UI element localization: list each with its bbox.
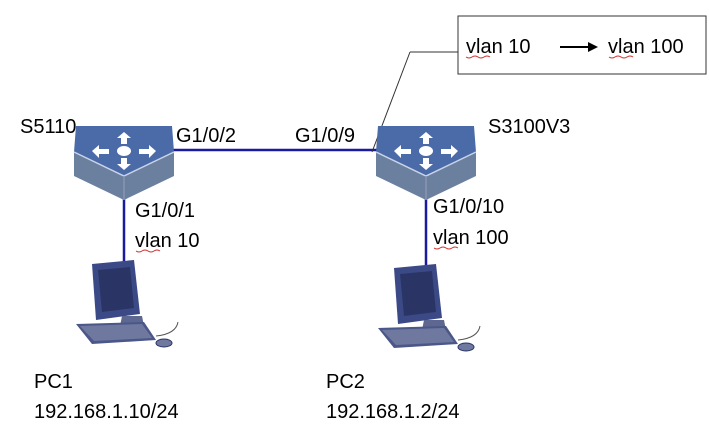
squiggle-callout-1 <box>465 55 491 59</box>
switch-name-s5110: S5110 <box>20 116 76 138</box>
callout-box <box>457 15 707 75</box>
vlan-s5110-down: vlan 10 <box>135 230 200 252</box>
port-s5110-uplink: G1/0/2 <box>176 125 236 147</box>
callout-from-vlan: vlan 10 <box>466 36 531 58</box>
pc2-name: PC2 <box>326 371 365 393</box>
pc2-ip: 192.168.1.2/24 <box>326 401 459 423</box>
squiggle-callout-2 <box>608 55 634 59</box>
pc1-ip: 192.168.1.10/24 <box>34 401 179 423</box>
switch-icon <box>375 125 477 201</box>
squiggle-pc2-vlan <box>433 246 459 250</box>
port-s5110-down: G1/0/1 <box>135 200 195 222</box>
pc1-name: PC1 <box>34 371 73 393</box>
switch-icon <box>73 125 175 201</box>
pc-icon <box>75 259 179 348</box>
callout-to-vlan: vlan 100 <box>608 36 684 58</box>
vlan-s3100-down: vlan 100 <box>433 227 509 249</box>
pc-icon <box>377 263 481 352</box>
port-s3100-uplink: G1/0/9 <box>295 125 355 147</box>
switch-name-s3100v3: S3100V3 <box>488 116 570 138</box>
right-arrow-icon <box>560 42 598 52</box>
port-s3100-down: G1/0/10 <box>433 196 504 218</box>
squiggle-pc1-vlan <box>135 249 161 253</box>
